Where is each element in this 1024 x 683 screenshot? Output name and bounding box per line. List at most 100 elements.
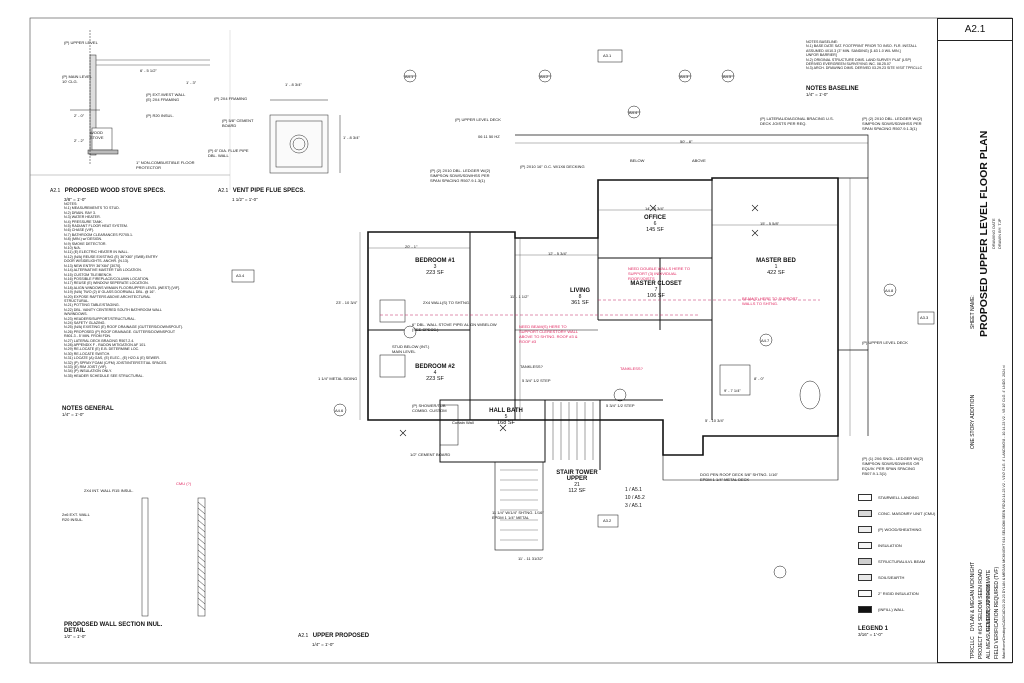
room-living: LIVING 8 361 SF <box>545 288 615 306</box>
general-note-line: N.33) (E) RIM JOIST (VIF). <box>64 365 108 370</box>
wood-stove-dim-2: 2' - 0" <box>74 113 85 118</box>
room-name: OFFICE <box>644 215 666 221</box>
general-notes-list: NOTES:N.1) MEASUREMENTS TO STUD.N.2) DRA… <box>64 202 224 378</box>
general-note-line: N.13) NEW ENTRY 36"X84" [3070]. <box>64 263 122 268</box>
tag-a4-6: A4.6 <box>335 408 344 413</box>
drawn-by: DRAWN BY: TJP <box>997 218 1002 249</box>
room-area: 422 SF <box>767 270 785 276</box>
detail-scale: 1/4" = 1'-0" <box>806 92 828 97</box>
general-note-line: N.15) CUSTOM TILE/BENCH. <box>64 272 113 277</box>
legend-label: CONC. MASONRY UNIT (CMU) <box>878 511 936 516</box>
general-note-line: N.11) (E) ELECTRIC HEATER IN WALL. <box>64 250 129 255</box>
tag-a4-8: A4.8 <box>885 288 894 293</box>
general-note-line: N.14) ALTERNATIVE MASTER TUB LOCATION. <box>64 268 142 273</box>
wood-stove-label-wall: (P) EXT./WEST WALL (E) 2X4 FRAMING <box>146 92 186 102</box>
callout-ledger-left: (P) (2) 2X10 DBL. LEDGER W/(2) SIMPSON S… <box>430 168 491 183</box>
red-note-beams-clerestory: NEED BEAM(S) HERE TO SUPPORT CLERESTORY … <box>519 324 578 344</box>
sheet-name-label: SHEET NAME: <box>970 295 976 329</box>
detail-ref: A2.1 <box>50 188 61 194</box>
baseline-note-line: N.2) ORIGINAL STRUCTURE DIMS. LAND SURVE… <box>806 57 912 62</box>
tag-a4-7: A4.7 <box>761 338 770 343</box>
wood-stove-label-stove: WOOD STOVE <box>90 130 104 140</box>
client-address: 614 SELDOM SEEN ROAD <box>978 569 984 631</box>
vent-detail-title: A2.1 VENT PIPE FLUE SPECS. 1 1/2" = 1'-0… <box>218 179 305 202</box>
detail-title: VENT PIPE FLUE SPECS. <box>232 188 306 194</box>
callout-lateral-bracing: (P) LATERAL/DIAGONAL BRACING U.S. DECK J… <box>760 116 834 126</box>
callout-stove-pipe: 6" DBL. WALL STOVE PIPE/ ALIGN W/BELOW (… <box>412 322 497 332</box>
wood-stove-label-upper: (P) UPPER LEVEL <box>64 40 98 45</box>
detail-title: PROPOSED WALL SECTION INUL. DETAIL <box>64 622 163 634</box>
measurements-note: ALL MEASUREMENTS APPROXIMATE <box>986 569 992 659</box>
detail-scale: 1/4" = 1'-0" <box>62 412 84 417</box>
callout-dog-pen-deck: DOG PEN ROOF DECK 5/8" SHTNG. 1/16" EPDM… <box>700 472 778 482</box>
room-bedroom-1: BEDROOM #1 3 223 SF <box>400 258 470 276</box>
dimension-mid: 11' - 1 1/2" <box>510 294 529 299</box>
detail-scale: 1/2" = 1'-0" <box>64 634 86 639</box>
vent-dim-1: 1' - 8 3/4" <box>285 82 302 87</box>
general-note-line: N.4) PRESSURE TANK. <box>64 219 103 224</box>
room-name: HALL BATH <box>489 408 523 414</box>
room-master-closet: MASTER CLOSET 7 106 SF <box>620 281 692 299</box>
general-note-line: N.30) RE-LOCATE SWITCH. <box>64 351 111 356</box>
room-hall-bath: HALL BATH 5 168 SF <box>475 408 537 426</box>
legend-item: INSULATION <box>858 540 938 552</box>
callout-deck-right: (P) UPPER LEVEL DECK <box>862 340 908 345</box>
callout-tankless-left: TANKLESS? <box>520 364 543 369</box>
wood-stove-label-insul: (P) R20 INSUL. <box>146 113 174 118</box>
general-note-line: N.24) SAFETY GLAZING. <box>64 320 106 325</box>
room-area: 145 SF <box>646 227 664 233</box>
detail-title: NOTES GENERAL <box>62 406 114 412</box>
legend-item: STRUCTURAL/LVL BEAM <box>858 556 938 568</box>
client-name: DYLAN & MEGAN MCKNIGHT <box>970 561 976 631</box>
room-name: STAIR TOWER UPPER <box>556 470 598 482</box>
room-area: 361 SF <box>571 300 589 306</box>
general-note-line: N.16) POSSIBLE FIREPLACE/COLUMN LOCATION… <box>64 276 150 281</box>
drawing-date: DRAWING DATE <box>991 218 996 249</box>
room-name: BEDROOM #1 <box>415 258 455 264</box>
callout-ledger-right: (P) (2) 2X10 DBL. LEDGER W/(2) SIMPSON S… <box>862 116 923 131</box>
room-bedroom-2: BEDROOM #2 4 223 SF <box>400 364 470 382</box>
project-number: PROJECT #: <box>978 630 984 659</box>
vent-label-board: (P) 5/8" CEMENT BOARD <box>222 118 254 128</box>
baseline-note-line: N.3) ARCH. DRAWING DIMS. DERIVED 03.29.2… <box>806 66 923 71</box>
callout-pitch: 06 11 50 HZ <box>478 134 500 139</box>
wood-stove-detail <box>70 30 210 165</box>
baseline-note-line: NOTES BASELINE: <box>806 40 838 44</box>
room-area: 112 SF <box>568 488 586 494</box>
legend-swatch <box>858 590 872 597</box>
room-office: OFFICE 6 145 SF <box>620 215 690 233</box>
callout-joists: (P) 2X10 16" O.C. W/1X6 DECKING <box>520 164 585 169</box>
red-note-beams-here: BEAM(S) HERE TO SUPPORT WALLS TO SHTNG. <box>742 296 798 306</box>
wall-section-label-int: 2X4 INT. WALL R15 INSUL. <box>84 488 134 493</box>
tag-a4-4: A4.4 <box>629 110 638 115</box>
general-note-line: R801.3 - 5' MIN. FROM FDN. <box>64 334 112 339</box>
legend-title: LEGEND 1 3/16" = 1'-0" <box>858 626 888 637</box>
vent-dim-2: 1' - 8 3/4" <box>343 135 360 140</box>
callout-cement-board: 1/2" CEMENT BOARD <box>410 452 451 457</box>
general-note-line: NOTES: <box>64 202 78 206</box>
general-note-line: N.34) (P) INSULATION ONLY. <box>64 369 112 374</box>
legend-label: STRUCTURAL/LVL BEAM <box>878 559 926 564</box>
callout-shower-tub: (P) SHOWER/TUB COMBO. CUSTOM <box>412 403 447 413</box>
legend-swatch <box>858 558 872 565</box>
room-number: 5 <box>504 414 508 420</box>
legend-item: CONC. MASONRY UNIT (CMU) <box>858 508 938 520</box>
detail-title: PROPOSED WOOD STOVE SPECS. <box>64 188 166 194</box>
legend-label: STAIRWELL LANDING <box>878 495 920 500</box>
legend-label: (INFILL) WALL <box>878 607 905 612</box>
dimension-bed1-width: 20' - 1" <box>405 244 418 249</box>
tag-a4-2: A4.2 <box>540 74 549 79</box>
room-number: 4 <box>433 370 437 376</box>
general-note-line: N.29) RE-LOCATE (E) E.B. DETERMINE LOC. <box>64 347 140 352</box>
detail-title: LEGEND 1 <box>858 626 889 632</box>
section-markers <box>231 49 935 579</box>
baseline-note-line: UNFOR BARRIER] <box>806 53 837 58</box>
tag-a4-3: A4.3 <box>680 74 689 79</box>
detail-title: UPPER PROPOSED <box>312 633 370 639</box>
room-number: 8 <box>578 294 582 300</box>
legend-item: SOILS/EARTH <box>858 572 938 584</box>
vent-label-flue: (P) 6" DIA. FLUE PIPE DBL. WALL <box>208 148 249 158</box>
plan-walls <box>367 134 869 551</box>
wood-stove-dim-3: 2' - 2" <box>74 138 85 143</box>
